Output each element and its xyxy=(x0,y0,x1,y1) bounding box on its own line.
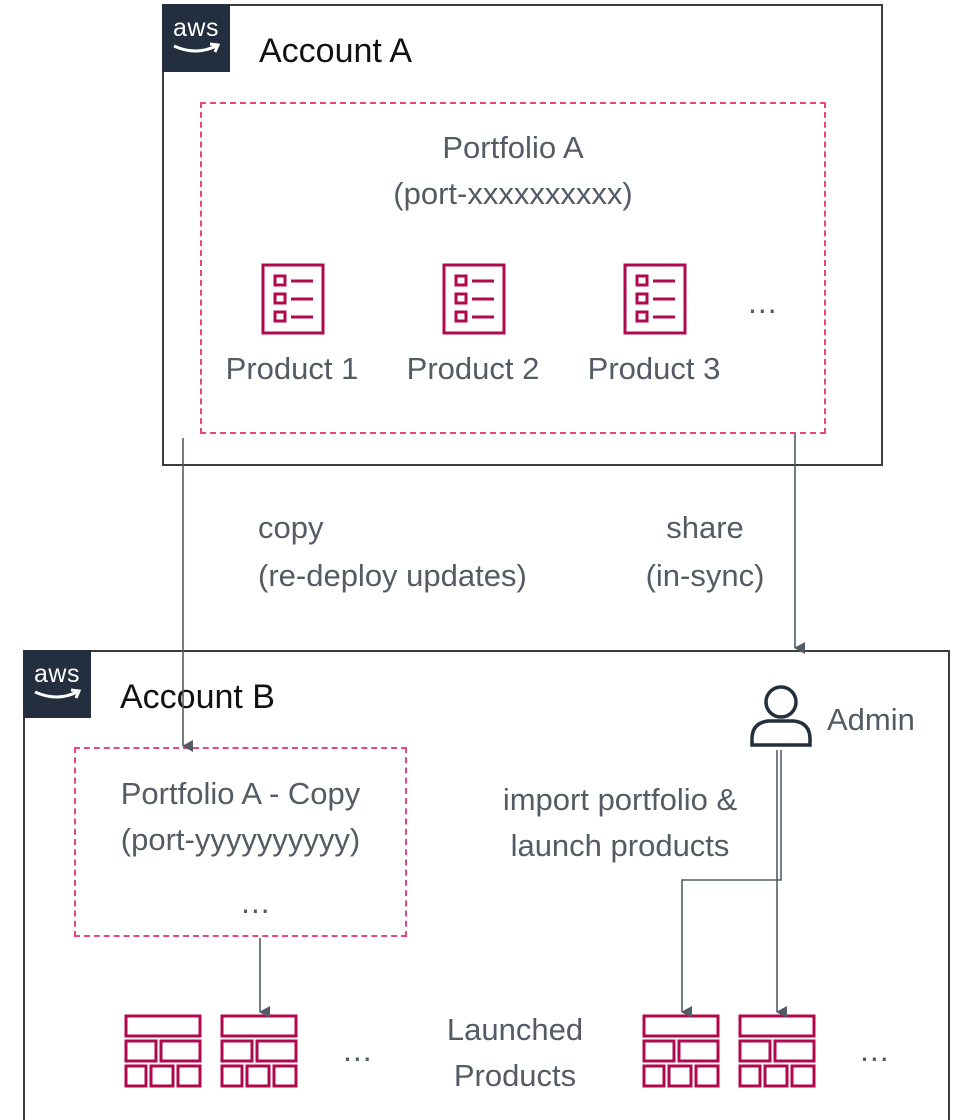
product-3-label: Product 3 xyxy=(587,351,721,386)
import-label: import portfolio & xyxy=(502,782,738,817)
aws-logo-icon: aws xyxy=(162,4,230,72)
launched-products-sublabel: Products xyxy=(453,1058,577,1093)
portfolio-copy-id: (port-yyyyyyyyyy) xyxy=(120,822,361,857)
share-label: share xyxy=(666,510,744,545)
copy-sublabel: (re-deploy updates) xyxy=(258,558,527,593)
admin-trunk-line xyxy=(681,750,782,1018)
account-b-title: Account B xyxy=(120,678,275,716)
more-products-ellipsis: ... xyxy=(748,284,778,320)
portfolio-copy-ellipsis: ... xyxy=(241,884,271,920)
portfolio-a-id: (port-xxxxxxxxxx) xyxy=(393,176,633,211)
account-a-title: Account A xyxy=(259,32,413,70)
product-1-label: Product 1 xyxy=(225,351,359,386)
user-icon xyxy=(750,685,812,747)
stack-icon xyxy=(124,1014,202,1088)
product-list-icon xyxy=(623,263,687,335)
aws-logo-text: aws xyxy=(34,660,80,688)
product-2-label: Product 2 xyxy=(406,351,540,386)
launched-left-ellipsis: ... xyxy=(343,1032,373,1068)
portfolio-copy-name: Portfolio A - Copy xyxy=(120,776,361,811)
copy-label: copy xyxy=(258,510,324,545)
admin-label: Admin xyxy=(827,702,915,737)
aws-logo-text: aws xyxy=(173,14,219,42)
portfolio-a-box xyxy=(200,102,826,434)
stack-icon xyxy=(642,1014,720,1088)
account-a-box xyxy=(162,4,883,466)
launched-products-label: Launched xyxy=(446,1012,584,1047)
product-list-icon xyxy=(261,263,325,335)
launched-right-ellipsis: ... xyxy=(860,1032,890,1068)
product-list-icon xyxy=(442,263,506,335)
portfolio-copy-box xyxy=(74,747,407,937)
aws-logo-icon: aws xyxy=(23,650,91,718)
share-sublabel: (in-sync) xyxy=(645,558,765,593)
import-sublabel: launch products xyxy=(510,828,730,863)
portfolio-a-name: Portfolio A xyxy=(442,130,584,165)
